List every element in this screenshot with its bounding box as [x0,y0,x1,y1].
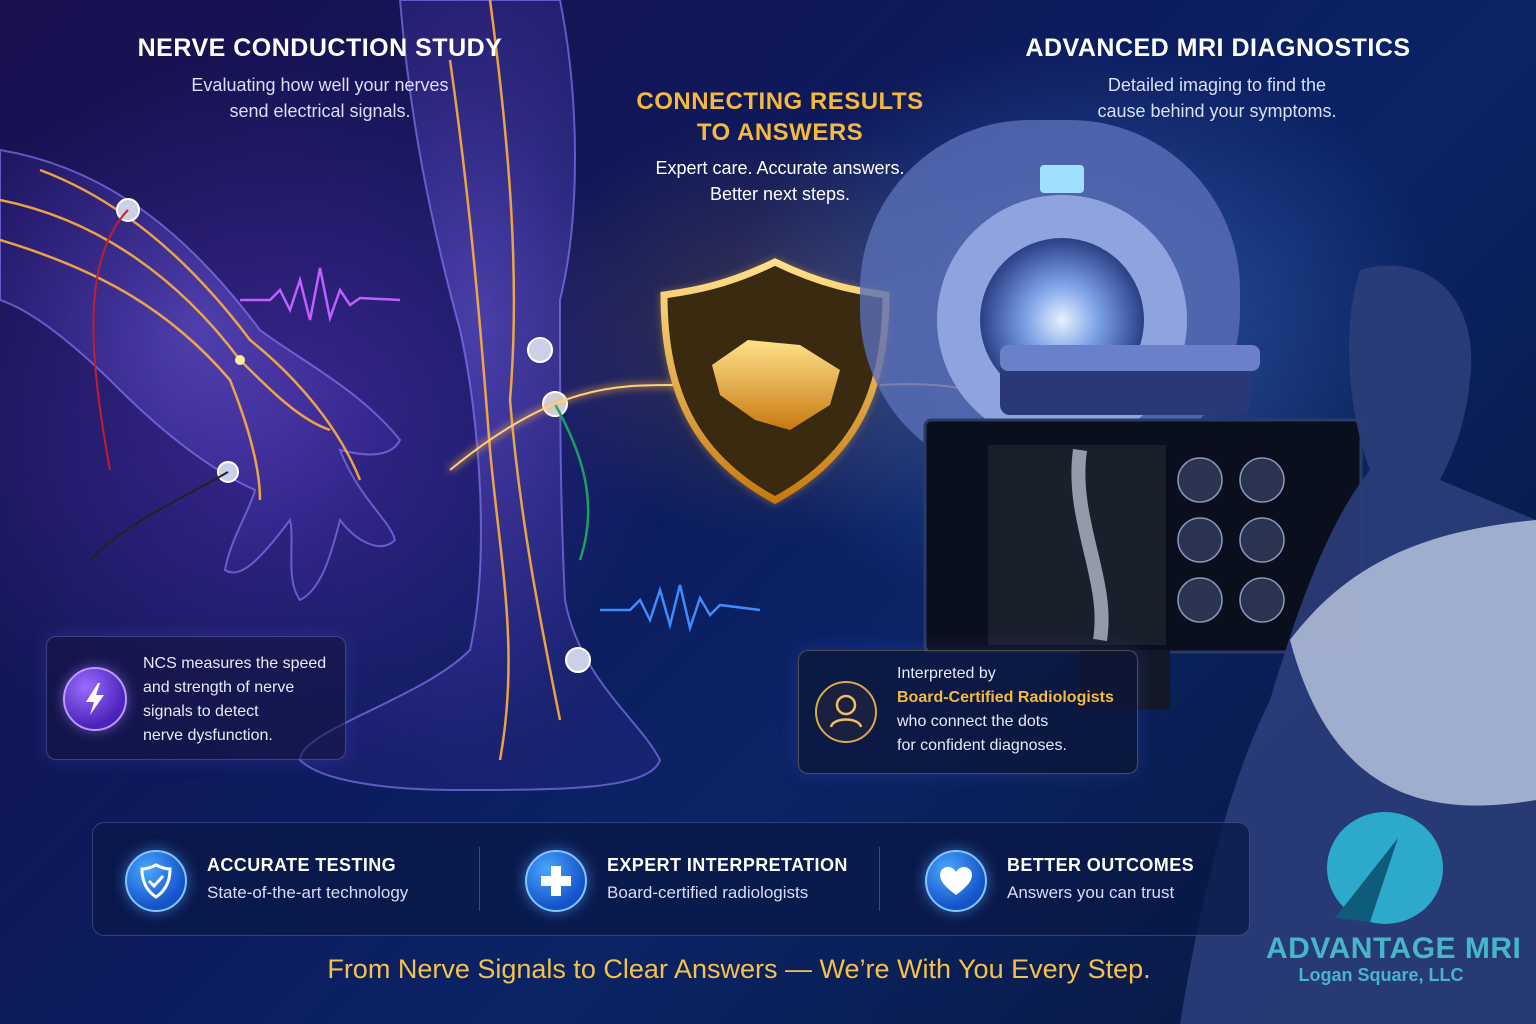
feature-divider [479,847,480,911]
feature-subtitle: Answers you can trust [1007,883,1175,902]
feature-expert-interpretation: EXPERT INTERPRETATION Board-certified ra… [493,823,873,935]
radiologist-info-line4: for confident diagnoses. [897,737,1067,754]
ncs-info-line3: signals to detect [143,703,259,720]
center-subtitle-line2: Better next steps. [709,184,851,204]
radiologist-info-text: Interpreted by Board-Certified Radiologi… [897,662,1114,758]
features-bar: ACCURATE TESTING State-of-the-art techno… [92,822,1250,936]
right-subtitle-line2: cause behind your symptoms. [1097,101,1337,121]
logo-subtitle: Logan Square, LLC [1298,965,1464,985]
ncs-info-line4: nerve dysfunction. [143,727,273,744]
left-subtitle-line1: Evaluating how well your nerves [191,75,449,95]
feature-title: EXPERT INTERPRETATION [607,855,848,875]
doctor-icon [815,681,877,743]
feature-better-outcomes: BETTER OUTCOMES Answers you can trust [893,823,1273,935]
left-subtitle: Evaluating how well your nerves send ele… [120,72,520,124]
center-title: CONNECTING RESULTS TO ANSWERS [590,86,970,148]
radiologist-info-line1: Interpreted by [897,665,996,682]
left-subtitle-line2: send electrical signals. [229,101,411,121]
ncs-info-line1: NCS measures the speed [143,655,327,672]
lightning-icon [63,667,127,731]
radiologist-info-card: Interpreted by Board-Certified Radiologi… [798,650,1138,774]
feature-divider [879,847,880,911]
ncs-info-text: NCS measures the speed and strength of n… [143,652,326,748]
shield-check-icon [125,850,187,912]
radiologist-info-line2: Board-Certified Radiologists [897,689,1114,706]
radiologist-info-line3: who connect the dots [897,713,1049,730]
ncs-info-card: NCS measures the speed and strength of n… [46,636,346,760]
feature-title: BETTER OUTCOMES [1007,855,1195,875]
center-subtitle: Expert care. Accurate answers. Better ne… [600,155,960,207]
right-title: ADVANCED MRI DIAGNOSTICS [1025,34,1411,62]
center-title-line1: CONNECTING RESULTS [636,88,924,115]
left-title: NERVE CONDUCTION STUDY [137,34,503,62]
medical-cross-icon [525,850,587,912]
tagline: From Nerve Signals to Clear Answers — We… [327,954,1151,984]
feature-title: ACCURATE TESTING [207,855,397,875]
right-subtitle: Detailed imaging to find the cause behin… [1010,72,1424,124]
ncs-info-line2: and strength of nerve [143,679,295,696]
right-subtitle-line1: Detailed imaging to find the [1107,75,1327,95]
center-title-line2: TO ANSWERS [696,119,864,146]
center-subtitle-line1: Expert care. Accurate answers. [655,158,905,178]
heart-icon [925,850,987,912]
feature-subtitle: State-of-the-art technology [207,883,409,902]
feature-subtitle: Board-certified radiologists [607,883,809,902]
logo-name: ADVANTAGE MRI [1266,932,1522,965]
feature-accurate-testing: ACCURATE TESTING State-of-the-art techno… [93,823,473,935]
